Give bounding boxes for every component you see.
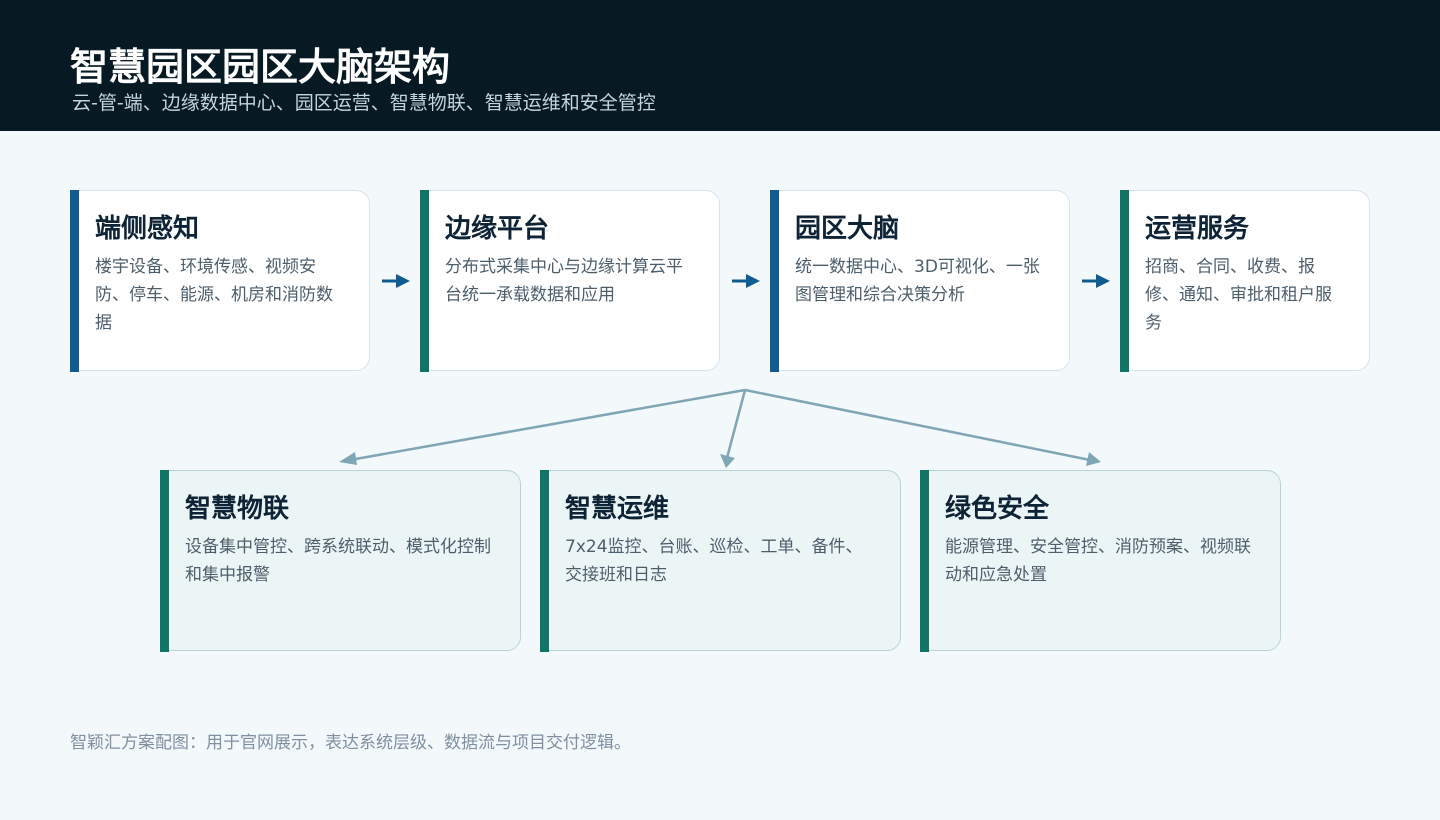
card-accent-bar [419, 189, 429, 372]
card-description: 7x24监控、台账、巡检、工单、备件、交接班和日志 [565, 537, 863, 585]
page-subtitle: 云-管-端、边缘数据中心、园区运营、智慧物联、智慧运维和安全管控 [72, 92, 656, 114]
card-green-safety: 绿色安全 能源管理、安全管控、消防预案、视频联动和应急处置 [919, 469, 1281, 652]
card-description: 分布式采集中心与边缘计算云平台统一承载数据和应用 [445, 257, 683, 305]
card-accent-bar [69, 189, 79, 372]
card-smart-ops: 智慧运维 7x24监控、台账、巡检、工单、备件、交接班和日志 [539, 469, 901, 652]
card-title: 绿色安全 [945, 494, 1050, 524]
branch-connector-ops [720, 389, 747, 468]
card-park-brain: 园区大脑 统一数据中心、3D可视化、一张图管理和综合决策分析 [769, 189, 1070, 372]
card-accent-bar [919, 469, 929, 652]
flow-arrow-1 [382, 274, 410, 288]
branch-connector-safety [744, 388, 1101, 466]
card-accent-bar [159, 469, 169, 652]
page-title: 智慧园区园区大脑架构 [70, 45, 451, 89]
card-accent-bar [539, 469, 549, 652]
header-banner: 智慧园区园区大脑架构 云-管-端、边缘数据中心、园区运营、智慧物联、智慧运维和安… [0, 0, 1440, 131]
card-description: 设备集中管控、跨系统联动、模式化控制和集中报警 [185, 537, 491, 585]
card-title: 智慧运维 [565, 494, 670, 524]
card-edge-platform: 边缘平台 分布式采集中心与边缘计算云平台统一承载数据和应用 [419, 189, 720, 372]
card-title: 园区大脑 [795, 214, 900, 244]
card-title: 智慧物联 [185, 494, 290, 524]
flow-arrow-2 [732, 274, 760, 288]
card-accent-bar [1119, 189, 1129, 372]
card-title: 运营服务 [1145, 214, 1250, 244]
card-accent-bar [769, 189, 779, 372]
card-title: 边缘平台 [445, 214, 550, 244]
card-title: 端侧感知 [95, 214, 200, 244]
footer-note: 智颖汇方案配图：用于官网展示，表达系统层级、数据流与项目交付逻辑。 [70, 733, 631, 753]
card-edge-sensing: 端侧感知 楼宇设备、环境传感、视频安防、停车、能源、机房和消防数据 [69, 189, 370, 372]
card-description: 招商、合同、收费、报修、通知、审批和租户服务 [1145, 257, 1332, 333]
card-description: 统一数据中心、3D可视化、一张图管理和综合决策分析 [795, 257, 1040, 305]
flow-arrow-3 [1082, 274, 1110, 288]
branch-connector-iot [339, 388, 746, 465]
card-description: 楼宇设备、环境传感、视频安防、停车、能源、机房和消防数据 [95, 257, 333, 333]
card-operation-service: 运营服务 招商、合同、收费、报修、通知、审批和租户服务 [1119, 189, 1370, 372]
card-description: 能源管理、安全管控、消防预案、视频联动和应急处置 [945, 537, 1251, 585]
card-smart-iot: 智慧物联 设备集中管控、跨系统联动、模式化控制和集中报警 [159, 469, 521, 652]
